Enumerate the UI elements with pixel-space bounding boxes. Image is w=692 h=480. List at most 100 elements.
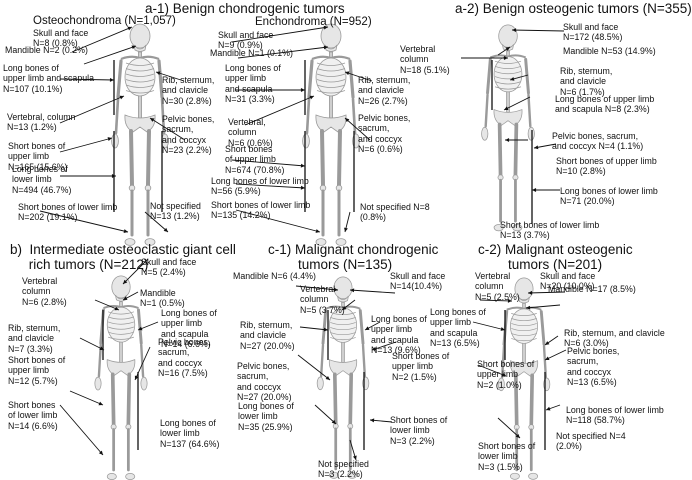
- forearm-shape: [305, 97, 311, 135]
- arrow-head: [546, 406, 551, 411]
- leader-line: [299, 326, 329, 331]
- arrow-head: [344, 227, 348, 232]
- rib-shape: [125, 73, 155, 77]
- label-long-lower: Long bones of lower limb N=56 (5.9%): [211, 176, 309, 197]
- pelvis-shape: [509, 360, 539, 377]
- forearm-shape: [114, 97, 120, 135]
- rib-shape: [125, 62, 155, 66]
- rib-shape: [107, 331, 135, 335]
- rib-shape: [316, 79, 346, 83]
- mandible-shape: [337, 295, 349, 303]
- arrow-head: [350, 288, 355, 293]
- label-long-lower: Long bones of lower limb N=494 (46.7%): [12, 164, 72, 195]
- rib-shape: [494, 81, 522, 85]
- rib-shape: [330, 317, 356, 321]
- hand-shape: [302, 133, 310, 149]
- arrow-head: [342, 305, 347, 310]
- rib-shape: [511, 338, 537, 342]
- label-mandible: Mandible N=53 (14.9%): [563, 46, 656, 56]
- leader-line: [83, 45, 137, 65]
- label-vert: Vertebral column N=18 (5.1%): [400, 44, 450, 75]
- hand-shape: [140, 376, 148, 391]
- rib-shape: [107, 326, 135, 330]
- rib-shape: [125, 79, 155, 83]
- arrow-head: [503, 56, 508, 60]
- foot-shape: [347, 471, 358, 479]
- foot-shape: [528, 472, 539, 480]
- leader-line: [527, 291, 566, 294]
- label-mandible: Mandible N=17 (8.5%): [548, 284, 636, 294]
- panel-title: a-2) Benign osteogenic tumors (N=355): [455, 1, 692, 16]
- foot-shape: [493, 224, 504, 232]
- foot-shape: [512, 224, 523, 232]
- femur-shape: [146, 129, 151, 187]
- panel-title: c-1) Malignant chondrogenic tumors (N=13…: [268, 242, 439, 272]
- panel-title: b) Intermediate osteoclastic giant cell …: [10, 242, 236, 272]
- label-skull: Skull and face N=8 (0.8%): [33, 28, 89, 49]
- label-long-lower: Long bones of lower limb N=137 (64.6%): [160, 418, 220, 449]
- pelvis-shape: [124, 114, 156, 133]
- femur-shape: [529, 373, 535, 427]
- pelvis-shape: [328, 359, 358, 376]
- label-skull: Skull and face N=20 (10.0%): [540, 271, 596, 292]
- arrow-head: [315, 229, 320, 233]
- arrow-head: [114, 306, 119, 311]
- label-rib: Rib, sternum, and clavicle N=26 (2.7%): [358, 75, 411, 106]
- diagram-graphics: [39, 23, 567, 480]
- forearm-shape: [542, 344, 548, 379]
- arrow-head: [545, 356, 550, 361]
- arrow-head: [510, 77, 515, 81]
- rib-shape: [494, 65, 522, 70]
- label-pelvic: Pelvic bones, sacrum, and coccyx N=4 (1.…: [552, 131, 644, 152]
- forearm-shape: [97, 343, 102, 378]
- label-not-spec: Not specified N=4 (2.0%): [556, 431, 626, 452]
- arrow-head: [123, 279, 128, 284]
- arrow-head: [501, 372, 506, 377]
- humerus-shape: [539, 310, 546, 346]
- label-short-lower: Short bones of lower limb N=3 (1.5%): [478, 441, 536, 472]
- rib-shape: [107, 321, 135, 325]
- rib-shape: [107, 336, 135, 340]
- rib-shape: [316, 90, 346, 94]
- leader-line: [39, 210, 129, 233]
- arrow-head: [352, 455, 357, 460]
- arrow-head: [99, 346, 104, 350]
- arrow-head: [532, 188, 537, 192]
- leader-line: [371, 341, 397, 351]
- leader-line: [237, 46, 329, 59]
- arrow-head: [504, 106, 509, 110]
- mandible-shape: [324, 44, 338, 52]
- label-pelvic: Pelvic bones, sacrum, and coccyx N=23 (2…: [162, 114, 215, 156]
- label-skull: Skull and face N=5 (2.4%): [141, 257, 197, 278]
- label-long-lower: Long bones of lower limb N=71 (20.0%): [560, 186, 658, 207]
- arrow-head: [119, 95, 124, 100]
- arrow-head: [300, 185, 305, 190]
- hand-shape: [497, 377, 505, 392]
- humerus-shape: [137, 308, 143, 345]
- arrow-head: [107, 137, 112, 141]
- leader-line: [344, 71, 373, 82]
- arrow-head: [300, 163, 305, 168]
- arrow-head: [98, 450, 103, 455]
- arrow-head: [370, 418, 375, 423]
- arrow-head: [345, 71, 350, 76]
- label-vert: Vertebral, column N=6 (0.6%): [228, 117, 273, 148]
- humerus-shape: [486, 57, 492, 95]
- femur-shape: [497, 122, 503, 177]
- humerus-shape: [348, 59, 355, 99]
- foot-shape: [125, 472, 136, 480]
- rib-shape: [511, 328, 537, 332]
- label-long-upper: Long bones of upper limb and scapula N=1…: [430, 307, 486, 349]
- label-skull: Skull and face N=172 (48.5%): [563, 22, 623, 43]
- arrow-head: [300, 88, 305, 92]
- label-rib: Rib, sternum, and clavicle N=6 (3.0%): [564, 328, 665, 349]
- panel-title: c-2) Malignant osteogenic tumors (N=201): [478, 242, 633, 272]
- arrow-head: [515, 433, 520, 438]
- arrow-head: [333, 287, 338, 292]
- forearm-shape: [484, 93, 489, 128]
- arrow-head: [111, 174, 116, 178]
- rib-shape: [511, 318, 537, 322]
- arrow-head: [98, 401, 103, 406]
- leader-line: [295, 285, 339, 291]
